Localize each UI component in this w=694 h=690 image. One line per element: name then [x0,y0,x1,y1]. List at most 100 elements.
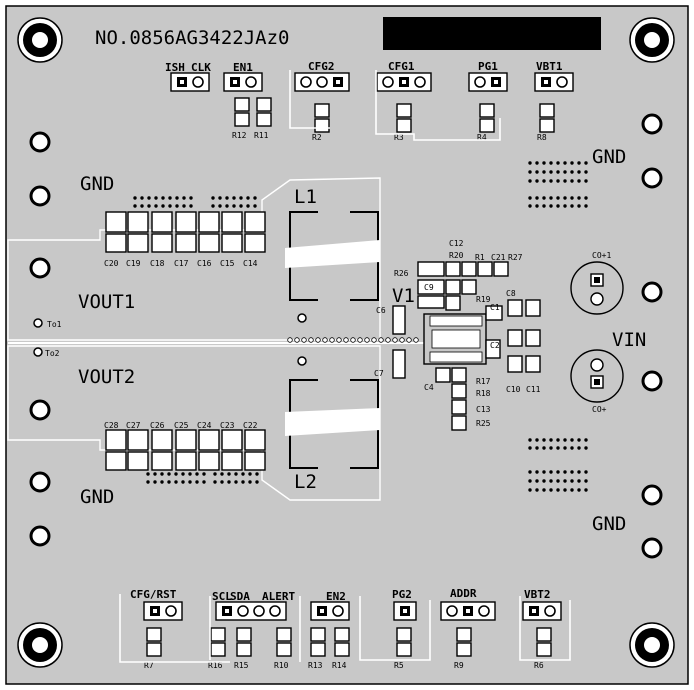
cap-pad [105,451,127,471]
passive-pad [451,367,467,383]
via [556,161,560,165]
resistor-pad [256,97,272,112]
via [584,488,588,492]
via [542,196,546,200]
passive-pad [507,299,523,317]
cap-pad [127,429,149,451]
via [343,337,349,343]
pin-round [414,76,426,88]
via [563,470,567,474]
connector-label: VBT1 [536,60,563,73]
resistor-label: R8 [537,133,547,142]
resistor-label: R7 [144,661,154,670]
via [174,472,178,476]
passive-pad [451,399,467,415]
via [413,337,419,343]
via [556,179,560,183]
via [535,488,539,492]
via [182,204,186,208]
via [153,472,157,476]
via [577,196,581,200]
via [140,196,144,200]
cap-pad [105,233,127,253]
ref-label: C10 [506,385,521,394]
via [147,204,151,208]
to1-label: To1 [47,320,62,329]
via [570,196,574,200]
via [577,488,581,492]
via [167,472,171,476]
connector-label: CLK [191,61,211,74]
passive-pad [461,261,477,277]
connector-label: ALERT [262,590,295,603]
vout1-plane [7,177,381,341]
via [584,479,588,483]
via [563,179,567,183]
via [528,170,532,174]
resistor-label: R9 [454,661,464,670]
via [535,179,539,183]
co-plus-1-label: CO+1 [592,251,611,260]
pin-hole [544,80,548,84]
pin-hole [494,80,498,84]
cap-pad [175,233,197,253]
resistor-pad [146,627,162,642]
connector-label: EN2 [326,590,346,603]
resistor-pad [314,103,330,118]
via [542,170,546,174]
via [556,170,560,174]
via [189,196,193,200]
resistor-pad [456,627,472,642]
via [570,179,574,183]
via [146,480,150,484]
pin-round [478,605,490,617]
ref-label: R1 [475,253,485,262]
cap-label: C16 [197,259,212,268]
cap-pad [198,211,220,233]
via [563,170,567,174]
via [535,438,539,442]
via [246,204,250,208]
resistor-label: R14 [332,661,347,670]
cap-pad [175,429,197,451]
co-plus-label: CO+ [592,405,607,414]
ref-label: R19 [476,295,491,304]
resistor-pad [396,118,412,133]
via [255,480,259,484]
pin-round [474,76,486,88]
via [234,472,238,476]
vin-label: VIN [612,329,646,351]
passive-pad [445,279,461,295]
cap-label: C28 [104,421,119,430]
resistor-label: R2 [312,133,322,142]
via [188,472,192,476]
cap-pad [244,429,266,451]
via [556,196,560,200]
inductor-l1 [285,211,380,323]
v1-label: V1 [392,285,415,307]
via [232,196,236,200]
pin-hole [233,80,237,84]
via [234,480,238,484]
via [584,446,588,450]
resistor-label: R3 [394,133,404,142]
via [556,438,560,442]
resistor-pad [396,103,412,118]
via [140,204,144,208]
ref-label: C6 [376,306,386,315]
via [253,204,257,208]
passive-pad [417,279,445,295]
via [570,470,574,474]
via [584,438,588,442]
ref-label: C7 [374,369,384,378]
via [160,480,164,484]
via [577,470,581,474]
l2-label: L2 [294,471,317,493]
pin-round [316,76,328,88]
pin-hole [336,80,340,84]
via [535,204,539,208]
via [535,161,539,165]
via [528,196,532,200]
